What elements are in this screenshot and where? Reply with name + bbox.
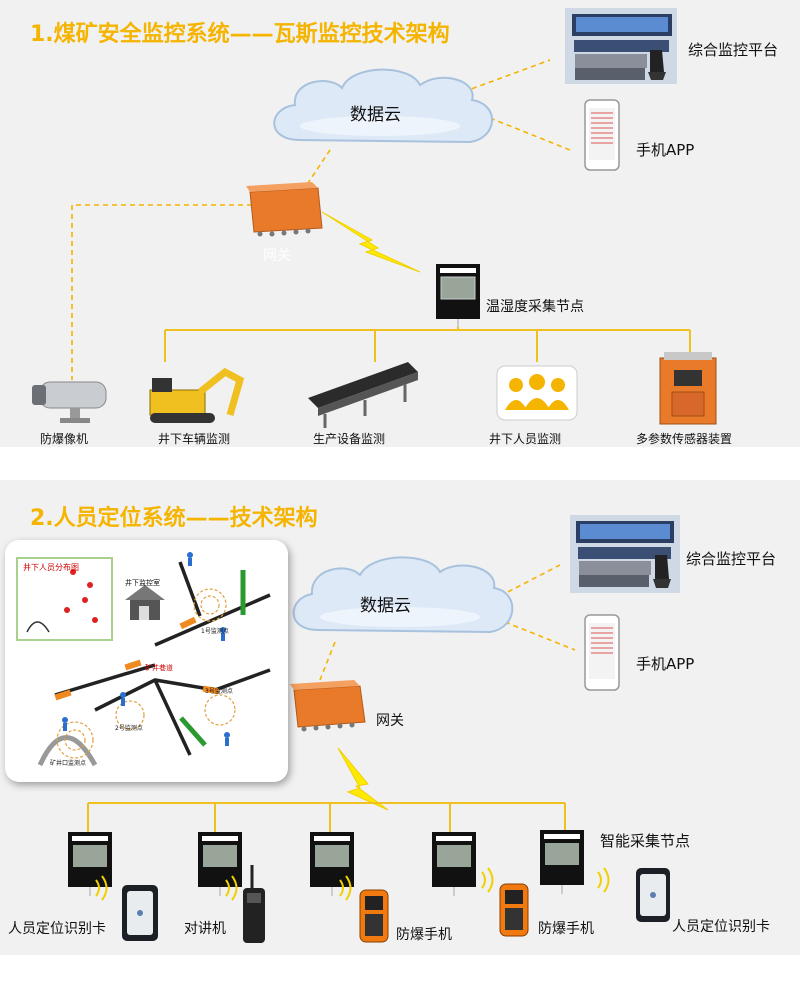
underground-personnel-icon xyxy=(496,365,578,421)
map-station-label-2: 2号监测点 xyxy=(115,725,143,732)
signal-range-rings xyxy=(56,588,236,759)
link-cloud-platform-2 xyxy=(499,564,561,597)
collector-node-icon xyxy=(68,832,112,896)
data-cloud-icon-2 xyxy=(292,556,514,634)
explosion-proof-camera-icon xyxy=(32,381,107,423)
platform-label-2: 综合监控平台 xyxy=(686,550,777,568)
walkie-talkie-icon xyxy=(243,865,265,943)
wireless-bolt-icon xyxy=(321,211,421,273)
gateway-label: 网关 xyxy=(263,248,291,264)
monitoring-station-markers xyxy=(54,616,220,701)
device-label-walkie-talkie: 对讲机 xyxy=(184,921,226,937)
green-sensor-strips xyxy=(179,570,246,747)
bus-lines-2 xyxy=(87,802,566,835)
collector-node-icon xyxy=(310,832,354,896)
mobile-phone-icon-2 xyxy=(584,614,620,691)
data-cloud-icon xyxy=(273,68,493,144)
device-label-personnel: 井下人员监测 xyxy=(489,432,562,446)
monitoring-platform-icon-2 xyxy=(570,515,680,593)
section-2-title: 2.人员定位系统——技术架构 xyxy=(30,506,318,531)
monitoring-platform-icon xyxy=(565,8,677,84)
link-cloud-app-2 xyxy=(504,621,576,651)
cloud-label: 数据云 xyxy=(350,105,401,125)
device-label-phone-2: 防爆手机 xyxy=(538,921,594,937)
temp-humidity-node-icon xyxy=(436,264,480,327)
production-equipment-icon xyxy=(308,362,418,428)
wireless-wave-icons xyxy=(95,867,610,901)
link-cloud-platform xyxy=(454,59,551,96)
bus-lines xyxy=(164,320,691,362)
explosion-proof-phone-icon xyxy=(499,883,529,937)
gateway-label-2: 网关 xyxy=(376,713,404,729)
device-label-multi-sensor: 多参数传感器装置 xyxy=(636,432,733,446)
device-label-production: 生产设备监测 xyxy=(313,432,386,446)
gateway-device-icon-2 xyxy=(290,680,366,732)
map-tunnel-label: 矿井巷道 xyxy=(145,664,173,672)
map-station-label-4: 矿井口监测点 xyxy=(50,760,87,767)
collector-node-icon xyxy=(198,832,242,896)
link-gateway-camera xyxy=(71,204,252,380)
collector-node-label: 智能采集节点 xyxy=(600,832,691,850)
id-card-icon xyxy=(122,885,158,941)
monitoring-room-building-icon xyxy=(125,585,165,620)
explosion-proof-phone-icon xyxy=(359,889,389,943)
map-legend-title: 井下人员分布图 xyxy=(23,563,79,572)
map-station-label-1: 1号监测点 xyxy=(201,628,229,635)
wireless-bolt-icon-2 xyxy=(337,747,389,811)
collector-node-icon xyxy=(432,832,476,896)
platform-label: 综合监控平台 xyxy=(688,41,779,59)
map-building-label: 井下监控室 xyxy=(125,579,160,587)
temp-humidity-node-label: 温湿度采集节点 xyxy=(486,299,584,315)
section-1-title: 1.煤矿安全监控系统——瓦斯监控技术架构 xyxy=(30,22,450,47)
map-legend-inset xyxy=(16,557,113,641)
device-label-camera: 防爆像机 xyxy=(40,432,89,446)
device-label-phone-1: 防爆手机 xyxy=(396,927,452,943)
mine-map-card: 井下人员分布图 井下监控室 矿井巷道 1号监测点 2号监测点 3号监测点 矿井口… xyxy=(5,540,288,782)
multi-parameter-sensor-icon xyxy=(659,352,717,425)
worker-markers xyxy=(62,552,230,746)
app-label: 手机APP xyxy=(636,141,695,159)
cloud-label-2: 数据云 xyxy=(360,596,411,616)
app-label-2: 手机APP xyxy=(636,655,695,673)
gateway-device-icon xyxy=(246,182,323,237)
device-label-id-card-2: 人员定位识别卡 xyxy=(672,919,770,935)
link-cloud-gateway-2 xyxy=(319,641,336,681)
section-1-graphics xyxy=(32,8,717,428)
device-label-vehicle: 井下车辆监测 xyxy=(158,432,231,446)
collector-node-icon xyxy=(540,830,584,894)
id-card-icon xyxy=(636,868,670,922)
device-label-id-card-1: 人员定位识别卡 xyxy=(8,921,106,937)
map-station-label-3: 3号监测点 xyxy=(205,688,233,695)
dashed-links-2 xyxy=(319,564,576,681)
mine-entrance-arch xyxy=(37,735,98,767)
mine-map-illustration xyxy=(16,552,271,767)
underground-vehicle-icon xyxy=(149,367,245,423)
mobile-phone-icon xyxy=(584,99,620,171)
